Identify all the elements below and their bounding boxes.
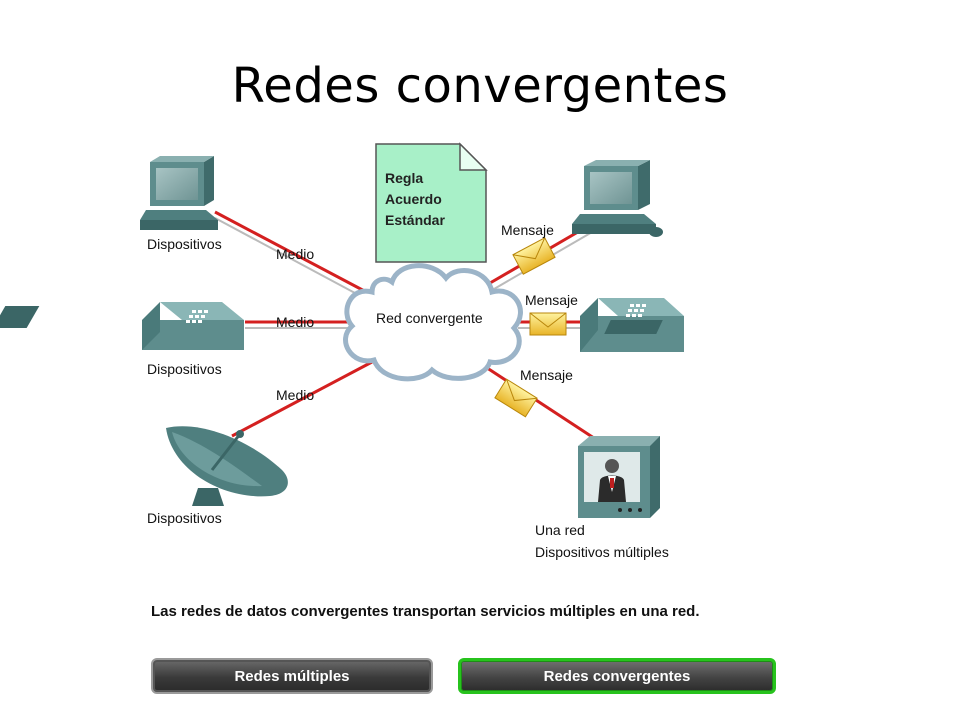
tv-label-network: Una red [535, 522, 585, 538]
cloud-label: Red convergente [376, 310, 483, 326]
message-label-top: Mensaje [501, 222, 554, 238]
satellite-dish-icon [166, 426, 288, 506]
devices-label-phone: Dispositivos [147, 361, 222, 377]
tv-label-devices: Dispositivos múltiples [535, 544, 669, 560]
slide-title: Redes convergentes [231, 58, 729, 114]
diagram-caption: Las redes de datos convergentes transpor… [151, 603, 700, 620]
medium-label-phone: Medio [276, 314, 315, 330]
envelope-icon-top [512, 237, 556, 275]
phone-icon-left [0, 302, 244, 350]
rulebook-text: Regla Acuerdo Estándar [385, 168, 445, 231]
computer-icon-left [140, 156, 218, 230]
link-computer-left [214, 210, 373, 297]
envelope-icon-middle [529, 312, 567, 336]
multiple-networks-button[interactable]: Redes múltiples [151, 658, 433, 694]
phone-icon-right [580, 298, 684, 352]
link-tv-right [477, 360, 601, 444]
devices-label-computer: Dispositivos [147, 236, 222, 252]
message-label-bottom: Mensaje [520, 367, 573, 383]
rule-line-acuerdo: Acuerdo [385, 191, 442, 207]
converged-networks-button-label: Redes convergentes [543, 667, 691, 685]
envelope-icon-bottom [494, 378, 538, 418]
converged-networks-button[interactable]: Redes convergentes [458, 658, 776, 694]
tv-icon [578, 436, 660, 518]
message-label-middle: Mensaje [525, 292, 578, 308]
rule-line-estandar: Estándar [385, 212, 445, 228]
multiple-networks-button-label: Redes múltiples [234, 667, 350, 685]
computer-icon-right [572, 160, 663, 237]
rulebook-document-icon [375, 142, 488, 263]
medium-label-computer: Medio [276, 246, 315, 262]
link-dish-left [231, 360, 373, 438]
devices-label-dish: Dispositivos [147, 510, 222, 526]
rule-line-regla: Regla [385, 170, 424, 186]
medium-label-dish: Medio [276, 387, 315, 403]
cloud-icon [343, 263, 523, 382]
